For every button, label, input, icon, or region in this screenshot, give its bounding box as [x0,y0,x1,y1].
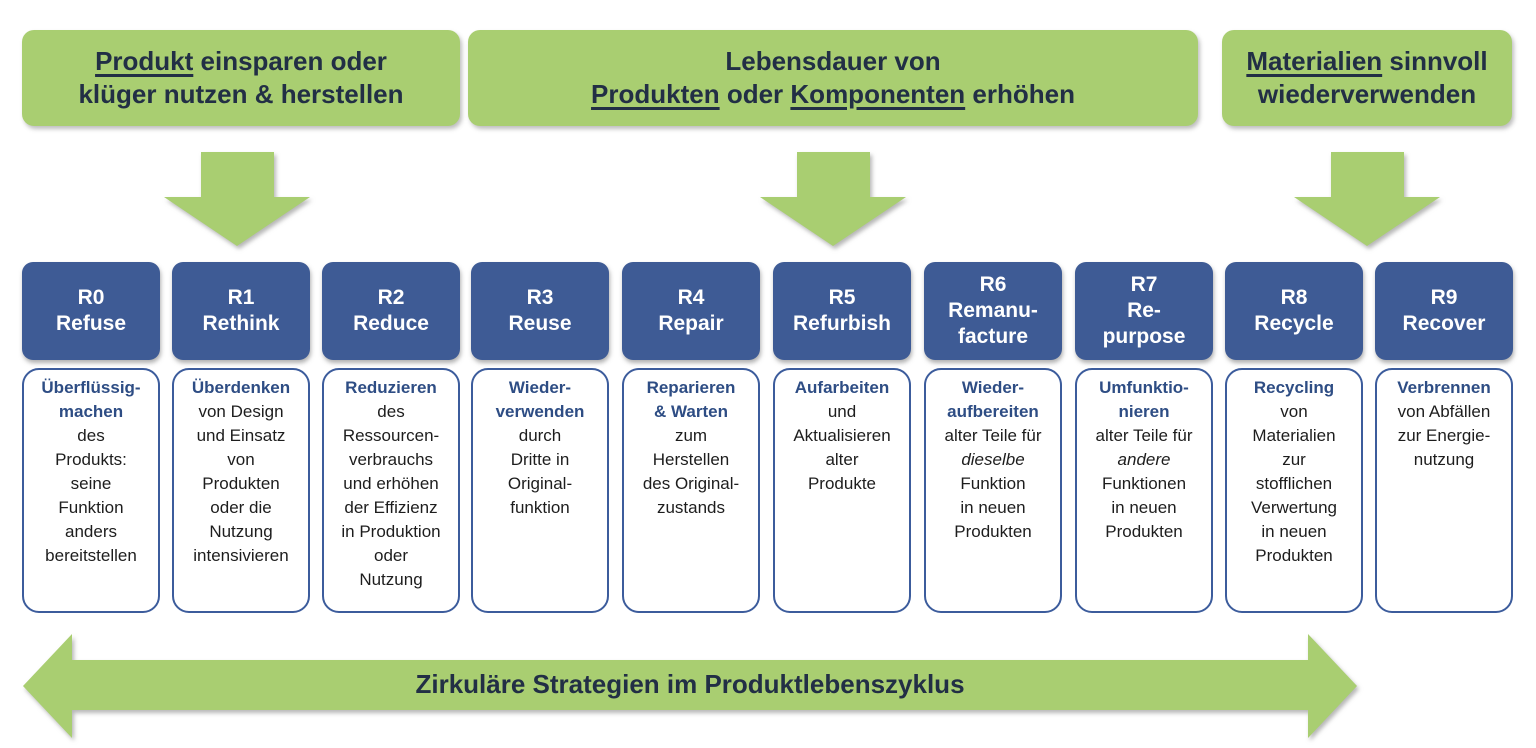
badge-r4-repair: R4 Repair [622,262,760,360]
card-title-r7: Umfunktio- nieren [1099,378,1189,421]
strategy-column-r1: R1 Rethink Überdenken von Design und Ein… [172,262,310,613]
strategy-column-r2: R2 Reduce Reduzieren des Ressourcen- ver… [322,262,460,613]
card-body-r3: durch Dritte in Original- funktion [475,424,605,520]
banner-underlined-word: Materialien [1246,46,1383,76]
badge-r1-rethink: R1 Rethink [172,262,310,360]
badge-r2-reduce: R2 Reduce [322,262,460,360]
card-text-segment: Funktionen in neuen Produkten [1101,474,1187,541]
card-body-r8: von Materialien zur stofflichen Verwertu… [1229,400,1359,568]
banner-lifetime-group: Lebensdauer von Produkten oder Komponent… [468,30,1198,126]
card-title-r4: Reparieren & Warten [646,378,736,421]
card-body-r4: zum Herstellen des Original- zustands [626,424,756,520]
card-r6: Wieder- aufbereiten alter Teile für dies… [924,368,1062,613]
banner-materials-group: Materialien sinnvoll wiederverwenden [1222,30,1512,126]
banner-text-segment: Lebensdauer von [725,46,941,76]
card-title-r9: Verbrennen [1397,378,1491,397]
badge-r6-remanufacture: R6 Remanu- facture [924,262,1062,360]
banner-underlined-word: Produkt [95,46,194,76]
badge-r3-reuse: R3 Reuse [471,262,609,360]
card-body-r6: alter Teile für dieselbe Funktion in neu… [928,424,1058,544]
badge-r9-recover: R9 Recover [1375,262,1513,360]
card-r7: Umfunktio- nieren alter Teile für andere… [1075,368,1213,613]
card-body-r9: von Abfällen zur Energie- nutzung [1379,400,1509,472]
strategy-column-r4: R4 Repair Reparieren & Warten zum Herste… [622,262,760,613]
card-text-segment: zum Herstellen des Original- zustands [642,426,740,517]
card-body-r2: des Ressourcen- verbrauchs und erhöhen d… [326,400,456,592]
card-title-r5: Aufarbeiten [794,378,890,397]
card-r3: Wieder- verwenden durch Dritte in Origin… [471,368,609,613]
card-text-segment: Funktion in neuen Produkten [954,474,1032,541]
card-body-r7: alter Teile für andere Funktionen in neu… [1079,424,1209,544]
card-text-segment: alter Teile für [944,426,1042,445]
card-text-segment: des Ressourcen- verbrauchs und erhöhen d… [341,402,441,589]
card-text-segment: des Produkts: seine Funktion anders bere… [45,426,137,565]
banner-materials-text: Materialien sinnvoll wiederverwenden [1246,45,1487,111]
banner-product-text: Produkt einsparen oder klüger nutzen & h… [78,45,403,111]
banner-text-segment: erhöhen [965,79,1075,109]
strategy-column-r0: R0 Refuse Überflüssig- machen des Produk… [22,262,160,613]
badge-r0-refuse: R0 Refuse [22,262,160,360]
banner-lifetime-text: Lebensdauer von Produkten oder Komponent… [591,45,1075,111]
card-r1: Überdenken von Design und Einsatz von Pr… [172,368,310,613]
card-text-segment: von Abfällen zur Energie- nutzung [1397,402,1491,469]
badge-r8-recycle: R8 Recycle [1225,262,1363,360]
card-body-r5: und Aktualisieren alter Produkte [777,400,907,496]
strategy-column-r6: R6 Remanu- facture Wieder- aufbereiten a… [924,262,1062,613]
down-arrow-icon [760,152,906,246]
card-r8: Recycling von Materialien zur stoffliche… [1225,368,1363,613]
strategy-column-r7: R7 Re- purpose Umfunktio- nieren alter T… [1075,262,1213,613]
banner-text-segment: sinnvoll wiederverwenden [1257,46,1488,109]
down-arrow-icon [1294,152,1440,246]
card-title-r0: Überflüssig- machen [41,378,141,421]
banner-text-segment: einsparen oder klüger nutzen & herstelle… [78,46,404,109]
badge-r7-repurpose: R7 Re- purpose [1075,262,1213,360]
card-r9: Verbrennen von Abfällen zur Energie- nut… [1375,368,1513,613]
card-italic-word: dieselbe [961,450,1025,469]
bottom-arrow-label: Zirkuläre Strategien im Produktlebenszyk… [415,668,965,699]
banner-underlined-word: Komponenten [790,79,966,109]
card-body-r1: von Design und Einsatz von Produkten ode… [176,400,306,568]
banner-underlined-word: Produkten [591,79,720,109]
card-text-segment: durch Dritte in Original- funktion [507,426,573,517]
strategy-column-r3: R3 Reuse Wieder- verwenden durch Dritte … [471,262,609,613]
card-text-segment: alter Teile für [1095,426,1193,445]
card-italic-word: andere [1117,450,1171,469]
card-text-segment: von Design und Einsatz von Produkten ode… [193,402,289,565]
card-r5: Aufarbeiten und Aktualisieren alter Prod… [773,368,911,613]
horizontal-double-arrow-icon [23,634,1357,738]
badge-r5-refurbish: R5 Refurbish [773,262,911,360]
card-title-r2: Reduzieren [345,378,437,397]
down-arrow-icon [164,152,310,246]
card-r4: Reparieren & Warten zum Herstellen des O… [622,368,760,613]
card-r2: Reduzieren des Ressourcen- verbrauchs un… [322,368,460,613]
card-title-r1: Überdenken [191,378,291,397]
strategy-column-r9: R9 Recover Verbrennen von Abfällen zur E… [1375,262,1513,613]
banner-product-group: Produkt einsparen oder klüger nutzen & h… [22,30,460,126]
strategy-column-r5: R5 Refurbish Aufarbeiten und Aktualisier… [773,262,911,613]
banner-text-segment: oder [719,79,791,109]
strategy-column-r8: R8 Recycle Recycling von Materialien zur… [1225,262,1363,613]
card-text-segment: und Aktualisieren alter Produkte [793,402,891,493]
card-title-r6: Wieder- aufbereiten [947,378,1039,421]
card-title-r8: Recycling [1253,378,1335,397]
card-text-segment: von Materialien zur stofflichen Verwertu… [1251,402,1337,565]
card-body-r0: des Produkts: seine Funktion anders bere… [26,424,156,568]
card-r0: Überflüssig- machen des Produkts: seine … [22,368,160,613]
card-title-r3: Wieder- verwenden [495,378,585,421]
